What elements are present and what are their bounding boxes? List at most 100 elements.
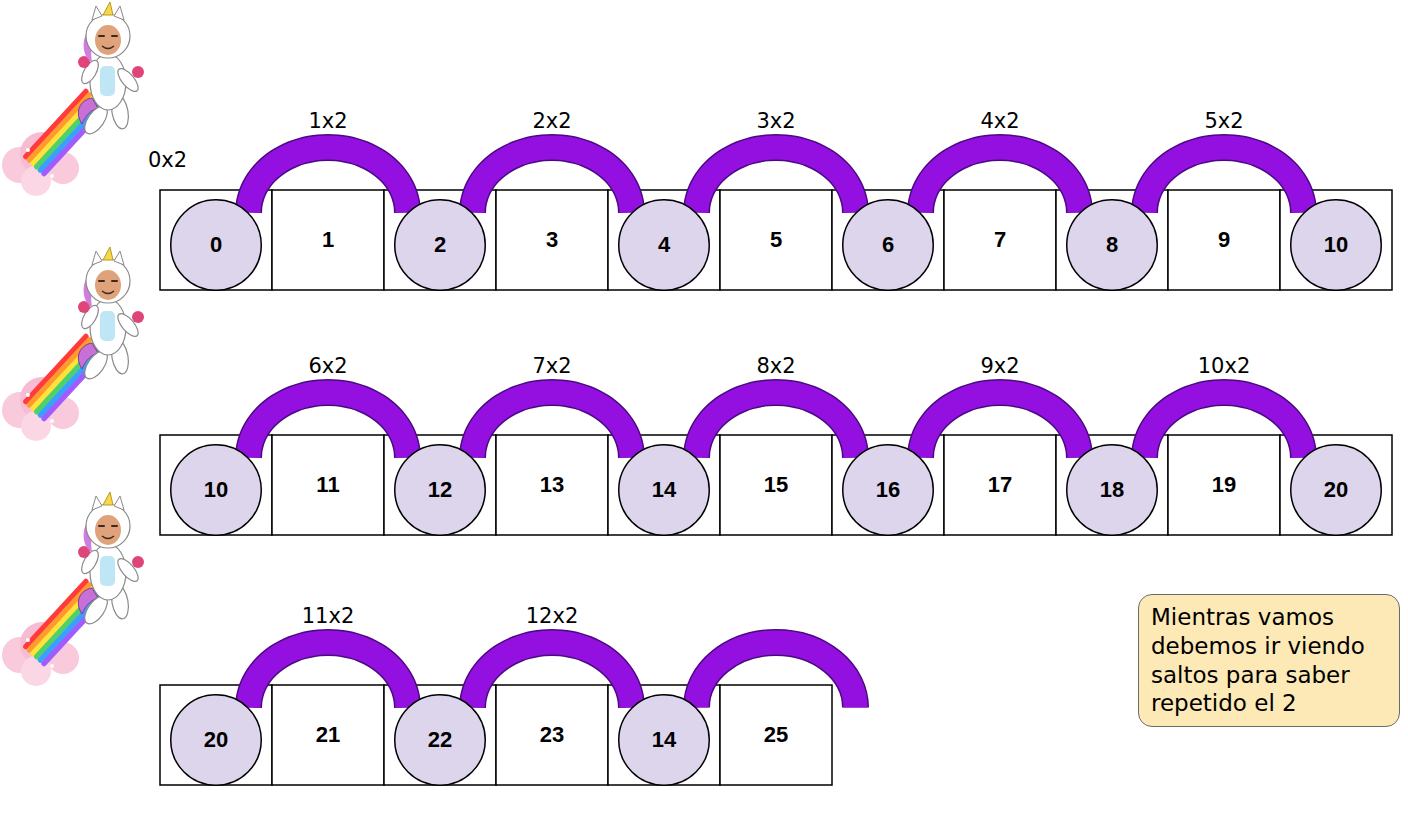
number-label: 7 <box>994 227 1006 253</box>
jump-arc-outline <box>473 642 632 707</box>
number-cell: 5 <box>720 190 832 290</box>
number-label: 19 <box>1212 472 1236 498</box>
number-circle: 4 <box>618 199 710 291</box>
circle-shape <box>395 200 486 291</box>
circle-shape <box>171 445 262 536</box>
number-label: 22 <box>428 727 452 753</box>
jump-arc-outline <box>697 392 856 457</box>
number-label: 9 <box>1218 227 1230 253</box>
jump-arc-outline <box>697 643 856 708</box>
number-circle: 20 <box>1290 444 1382 536</box>
jump-arc <box>697 392 856 457</box>
number-cell: 21 <box>272 685 384 785</box>
jump-arc <box>697 643 856 708</box>
number-label: 14 <box>652 727 676 753</box>
number-cell: 23 <box>496 685 608 785</box>
number-strip <box>160 435 1392 535</box>
jump-arc-outline <box>249 392 408 457</box>
number-label: 6 <box>882 232 894 258</box>
number-label: 25 <box>764 722 788 748</box>
number-circle: 22 <box>394 694 486 786</box>
number-label: 16 <box>876 477 900 503</box>
number-circle: 18 <box>1066 444 1158 536</box>
circle-shape <box>1291 445 1382 536</box>
unicorn-figure <box>2 492 144 686</box>
note-text: Mientras vamos debemos ir viendo saltos … <box>1151 603 1387 718</box>
jump-arc <box>921 392 1080 457</box>
jump-arc <box>1145 147 1304 212</box>
circle-shape <box>395 695 486 786</box>
number-circle: 20 <box>170 694 262 786</box>
jump-label: 9x2 <box>980 354 1019 378</box>
jump-label: 2x2 <box>532 109 571 133</box>
jump-arc-outline <box>249 642 408 707</box>
number-label: 0 <box>210 232 222 258</box>
number-cell: 9 <box>1168 190 1280 290</box>
number-circle: 2 <box>394 199 486 291</box>
note-box: Mientras vamos debemos ir viendo saltos … <box>1138 594 1400 727</box>
number-label: 18 <box>1100 477 1124 503</box>
jump-arc <box>473 642 632 707</box>
jump-arc <box>1145 392 1304 457</box>
jump-arc-outline <box>1145 392 1304 457</box>
number-cell: 3 <box>496 190 608 290</box>
number-cell: 11 <box>272 435 384 535</box>
number-label: 23 <box>540 722 564 748</box>
step-label: 0x2 <box>148 148 187 172</box>
circle-shape <box>619 445 710 536</box>
number-cell: 1 <box>272 190 384 290</box>
jump-arc-outline <box>921 392 1080 457</box>
circle-shape <box>1067 445 1158 536</box>
jump-label: 7x2 <box>532 354 571 378</box>
number-label: 13 <box>540 472 564 498</box>
number-label: 10 <box>1324 232 1348 258</box>
circle-shape <box>619 695 710 786</box>
jump-arc <box>697 147 856 212</box>
number-circle: 14 <box>618 444 710 536</box>
jump-arc <box>473 147 632 212</box>
jump-arc <box>249 642 408 707</box>
unicorn-figure <box>2 247 144 441</box>
jump-label: 4x2 <box>980 109 1019 133</box>
number-circle: 16 <box>842 444 934 536</box>
circle-shape <box>619 200 710 291</box>
number-cell: 15 <box>720 435 832 535</box>
jump-label: 10x2 <box>1198 354 1251 378</box>
number-label: 17 <box>988 472 1012 498</box>
number-cell: 25 <box>720 685 832 785</box>
number-label: 21 <box>316 722 340 748</box>
number-circle: 10 <box>1290 199 1382 291</box>
jump-arc-outline <box>473 147 632 212</box>
circle-shape <box>843 445 934 536</box>
number-circle: 8 <box>1066 199 1158 291</box>
number-label: 14 <box>652 477 676 503</box>
jump-label: 5x2 <box>1204 109 1243 133</box>
jump-arc-outline <box>921 147 1080 212</box>
number-label: 2 <box>434 232 446 258</box>
number-circle: 6 <box>842 199 934 291</box>
circle-shape <box>1291 200 1382 291</box>
number-cell: 7 <box>944 190 1056 290</box>
number-cell: 13 <box>496 435 608 535</box>
jump-arc-outline <box>473 392 632 457</box>
jump-label: 1x2 <box>308 109 347 133</box>
circle-shape <box>395 445 486 536</box>
number-cell: 17 <box>944 435 1056 535</box>
number-cell: 19 <box>1168 435 1280 535</box>
jump-label: 11x2 <box>302 604 355 628</box>
circle-shape <box>843 200 934 291</box>
number-label: 1 <box>322 227 334 253</box>
number-label: 20 <box>1324 477 1348 503</box>
number-label: 15 <box>764 472 788 498</box>
number-circle: 0 <box>170 199 262 291</box>
jump-label: 3x2 <box>756 109 795 133</box>
number-circle: 14 <box>618 694 710 786</box>
jump-arc <box>921 147 1080 212</box>
number-circle: 10 <box>170 444 262 536</box>
circle-shape <box>171 200 262 291</box>
circle-shape <box>1067 200 1158 291</box>
number-label: 5 <box>770 227 782 253</box>
circle-shape <box>171 695 262 786</box>
